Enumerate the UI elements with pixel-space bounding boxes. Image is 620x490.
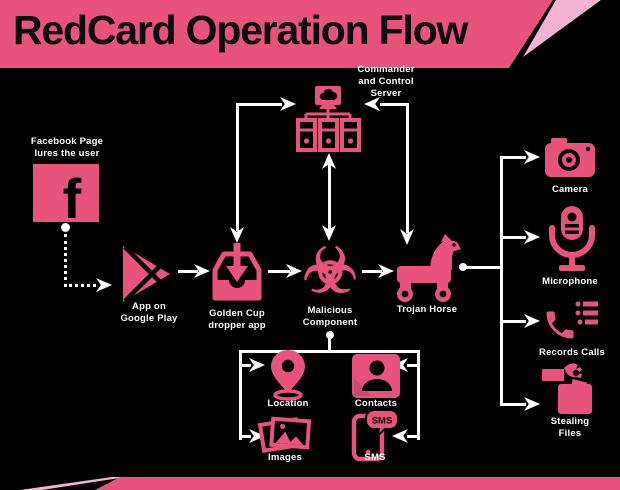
inbox-download-icon	[205, 242, 269, 306]
branch-images	[239, 435, 251, 438]
images-label: Images	[268, 452, 302, 463]
branch-contacts	[407, 364, 418, 367]
arrowhead-to-records-calls	[524, 314, 540, 328]
facebook-caption: Facebook Page lures the user	[30, 136, 104, 159]
connector-dot-trojan	[459, 263, 467, 271]
biohazard-glyph: ☣	[301, 234, 359, 307]
branch-microphone	[500, 236, 526, 239]
google-play-icon	[120, 244, 176, 304]
junction-horizontal	[239, 350, 420, 353]
connector-dot-malicious	[326, 331, 334, 339]
camera-label: Camera	[551, 184, 589, 195]
connector-dot-facebook	[61, 223, 70, 232]
sms-phone-icon: SMS	[351, 408, 400, 462]
branch-stealing-files	[500, 403, 526, 406]
branch-location	[239, 364, 251, 367]
arrowhead-to-microphone	[524, 230, 540, 244]
microphone-icon	[549, 206, 595, 272]
title-banner	[0, 0, 553, 68]
arrowhead-to-stealing-files	[524, 397, 540, 411]
junction-right-vertical	[417, 350, 420, 440]
connector-server-trojan-vertical	[406, 103, 409, 233]
biohazard-icon: ☣	[296, 237, 364, 306]
connector-server-dropper-vertical	[236, 103, 239, 231]
junction-left-vertical	[239, 350, 242, 440]
camera-icon	[545, 136, 595, 180]
trojan-caption: Trojan Horse	[396, 304, 458, 315]
branch-camera	[500, 156, 526, 159]
sms-bubble-text: SMS	[372, 416, 393, 427]
stealing-files-label: Stealing Files	[550, 416, 590, 439]
footer-bar	[95, 477, 620, 490]
facebook-icon: f	[33, 164, 99, 231]
arrowhead-to-google-play	[96, 278, 112, 292]
arrowhead-to-location	[249, 358, 265, 372]
connector-server-trojan-horizontal	[380, 103, 409, 106]
connector-play-dropper	[178, 270, 198, 273]
connector-server-malicious	[328, 164, 331, 230]
branch-sms	[407, 435, 418, 438]
connector-trojan-column	[466, 266, 502, 269]
junction-stub	[328, 338, 331, 352]
sms-label: SMS	[364, 452, 386, 463]
phone-list-icon	[542, 298, 598, 344]
server-caption: Commander and Control Server	[357, 64, 415, 99]
branch-records-calls	[500, 320, 526, 323]
location-label: Location	[267, 398, 309, 409]
microphone-label: Microphone	[542, 276, 598, 287]
server-icon	[295, 84, 361, 154]
location-pin-icon	[265, 350, 311, 401]
arrowhead-to-camera	[524, 150, 540, 164]
connector-server-dropper-horizontal	[236, 103, 282, 106]
images-icon	[257, 412, 312, 456]
connector-malicious-trojan	[362, 270, 382, 273]
dropper-caption: Golden Cup dropper app	[208, 308, 266, 331]
contacts-label: Contacts	[354, 398, 398, 409]
connector-facebook-vertical	[64, 234, 67, 287]
malicious-caption: Malicious Component	[302, 305, 358, 328]
contacts-icon	[352, 354, 400, 398]
google-play-caption: App on Google Play	[120, 301, 178, 324]
capabilities-column-line	[500, 156, 503, 406]
records-calls-label: Records Calls	[539, 347, 605, 358]
connector-facebook-horizontal	[64, 284, 96, 287]
facebook-letter: f	[62, 167, 82, 231]
connector-dropper-malicious	[268, 270, 290, 273]
arrowhead-to-server-left	[280, 97, 296, 111]
page-title: RedCard Operation Flow	[13, 7, 468, 53]
stealing-files-icon	[542, 360, 598, 416]
trojan-horse-icon	[388, 234, 464, 302]
